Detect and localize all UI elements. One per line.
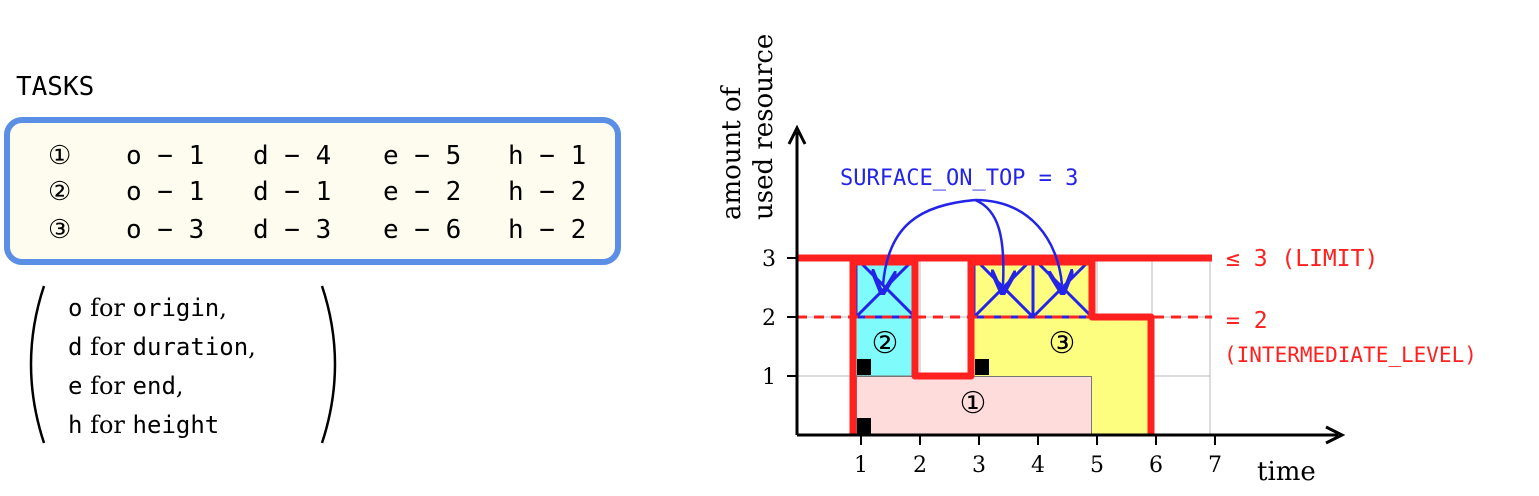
- tasks-title: TASKS: [16, 72, 95, 102]
- task-height: h − 1: [508, 141, 587, 171]
- x-tick-2: 2: [913, 453, 927, 478]
- task-duration: d − 4: [253, 141, 332, 171]
- task-number: ③: [48, 215, 72, 245]
- x-axis-label: time: [1257, 457, 1316, 487]
- task-end: e − 2: [383, 177, 462, 207]
- legend-line-origin: o for origin,: [68, 294, 227, 322]
- task-end: e − 6: [383, 215, 462, 245]
- task-3-label: ③: [1049, 326, 1076, 361]
- task-duration: d − 3: [253, 215, 332, 245]
- resource-profile: [849, 258, 1155, 435]
- right-parenthesis: [320, 285, 337, 444]
- x-tick-1: 1: [854, 453, 868, 478]
- x-tick-6: 6: [1149, 453, 1163, 478]
- task-row-1: ① o − 1 d − 4 e − 5 h − 1: [10, 141, 615, 179]
- origin-marker-task2: [857, 359, 871, 375]
- task-duration: d − 1: [253, 177, 332, 207]
- y-tick-2: 2: [762, 306, 776, 331]
- surface-arrows: [883, 198, 1062, 285]
- x-tick-3: 3: [972, 453, 986, 478]
- legend-line-duration: d for duration,: [68, 333, 256, 361]
- legend-line-end: e for end,: [68, 372, 184, 400]
- y-axis-label-line2: used resource: [749, 34, 779, 220]
- y-axis-label-line1: amount of: [717, 84, 747, 220]
- surface-on-top-label: SURFACE_ON_TOP = 3: [840, 166, 1078, 191]
- task-height: h − 2: [508, 215, 587, 245]
- intermediate-label-2: (INTERMEDIATE_LEVEL): [1224, 343, 1477, 367]
- task-number: ②: [48, 177, 72, 207]
- task-3-rect-base: [1092, 376, 1151, 435]
- task-origin: o − 3: [126, 215, 205, 245]
- task-number: ①: [48, 141, 72, 171]
- y-tick-3: 3: [762, 247, 776, 272]
- task-origin: o − 1: [126, 177, 205, 207]
- task-end: e − 5: [383, 141, 462, 171]
- intermediate-label-1: = 2: [1226, 308, 1268, 334]
- origin-marker-task1: [857, 418, 871, 434]
- task-origin: o − 1: [126, 141, 205, 171]
- x-tick-4: 4: [1031, 453, 1045, 478]
- task-height: h − 2: [508, 177, 587, 207]
- y-tick-1: 1: [762, 365, 776, 390]
- limit-label: ≤ 3 (LIMIT): [1226, 246, 1378, 272]
- x-tick-5: 5: [1090, 453, 1104, 478]
- x-tick-7: 7: [1208, 453, 1222, 478]
- y-axis-arrow: [787, 124, 807, 145]
- task-2-label: ②: [872, 326, 899, 361]
- tasks-box: ① o − 1 d − 4 e − 5 h − 1 ② o − 1 d − 1 …: [4, 117, 621, 265]
- task-row-3: ③ o − 3 d − 3 e − 6 h − 2: [10, 215, 615, 253]
- left-parenthesis: [29, 285, 46, 444]
- task-row-2: ② o − 1 d − 1 e − 2 h − 2: [10, 177, 615, 215]
- task-3-rect-lower: [974, 317, 1151, 376]
- legend: o for origin, d for duration, e for end,…: [8, 282, 353, 452]
- task-1-label: ①: [960, 386, 987, 421]
- origin-marker-task3: [975, 359, 989, 375]
- legend-line-height: h for height: [68, 411, 220, 439]
- x-axis-arrow: [1325, 425, 1346, 445]
